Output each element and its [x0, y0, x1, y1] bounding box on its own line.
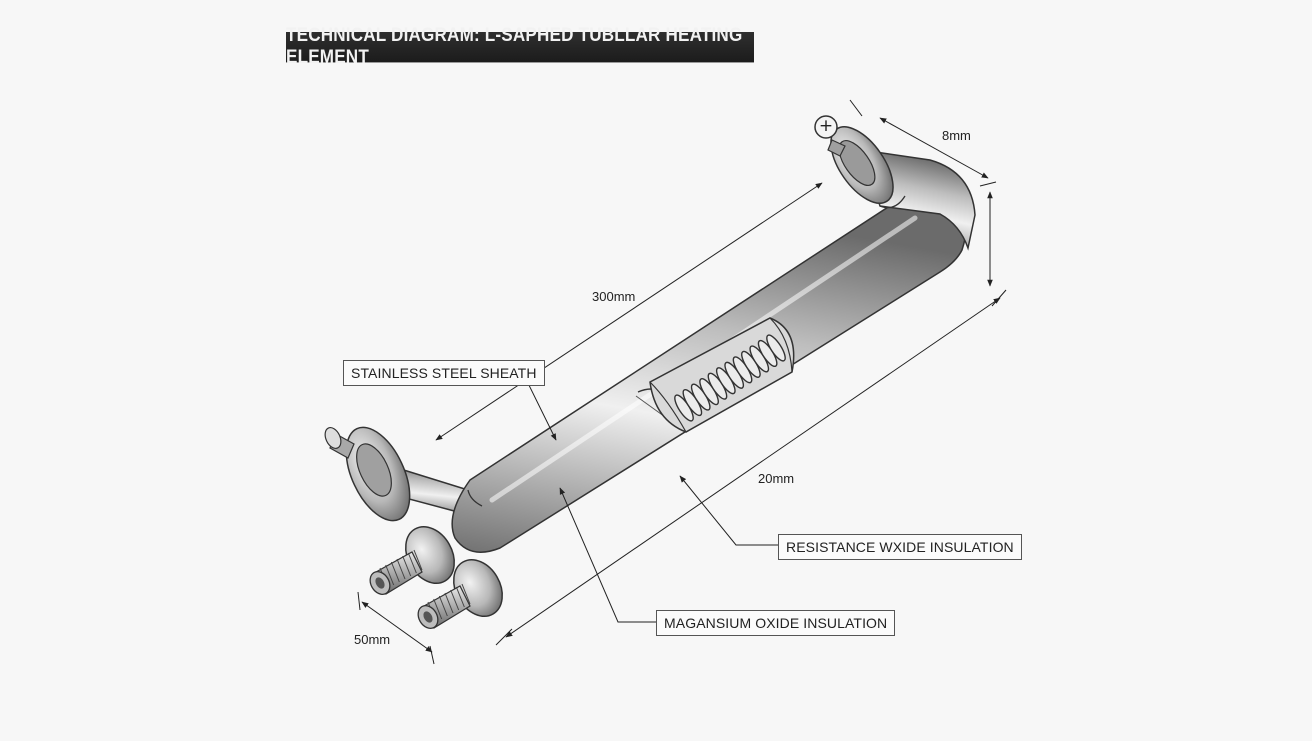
bottom-terminals	[369, 526, 503, 629]
left-flange	[324, 426, 411, 522]
diagram-title: TECHNICAL DIAGRAM: L-SAPHED TUBLLAR HEAT…	[286, 25, 754, 68]
top-flange	[814, 115, 894, 204]
resistance-callout: RESISTANCE WXIDE INSULATION	[778, 534, 1022, 560]
magnesium-callout: MAGANSIUM OXIDE INSULATION	[656, 610, 896, 636]
length-dimension-label: 300mm	[592, 289, 636, 304]
height-dimension-label: 20mm	[758, 471, 795, 486]
positive-terminal-symbol: +	[818, 116, 834, 136]
diameter-dimension-label: 8mm	[942, 128, 971, 143]
terminal-dimension-label: 50mm	[354, 632, 391, 647]
dimension-lines	[357, 99, 1007, 665]
sheath-callout: STAINLESS STEEL SHEATH	[343, 360, 545, 386]
